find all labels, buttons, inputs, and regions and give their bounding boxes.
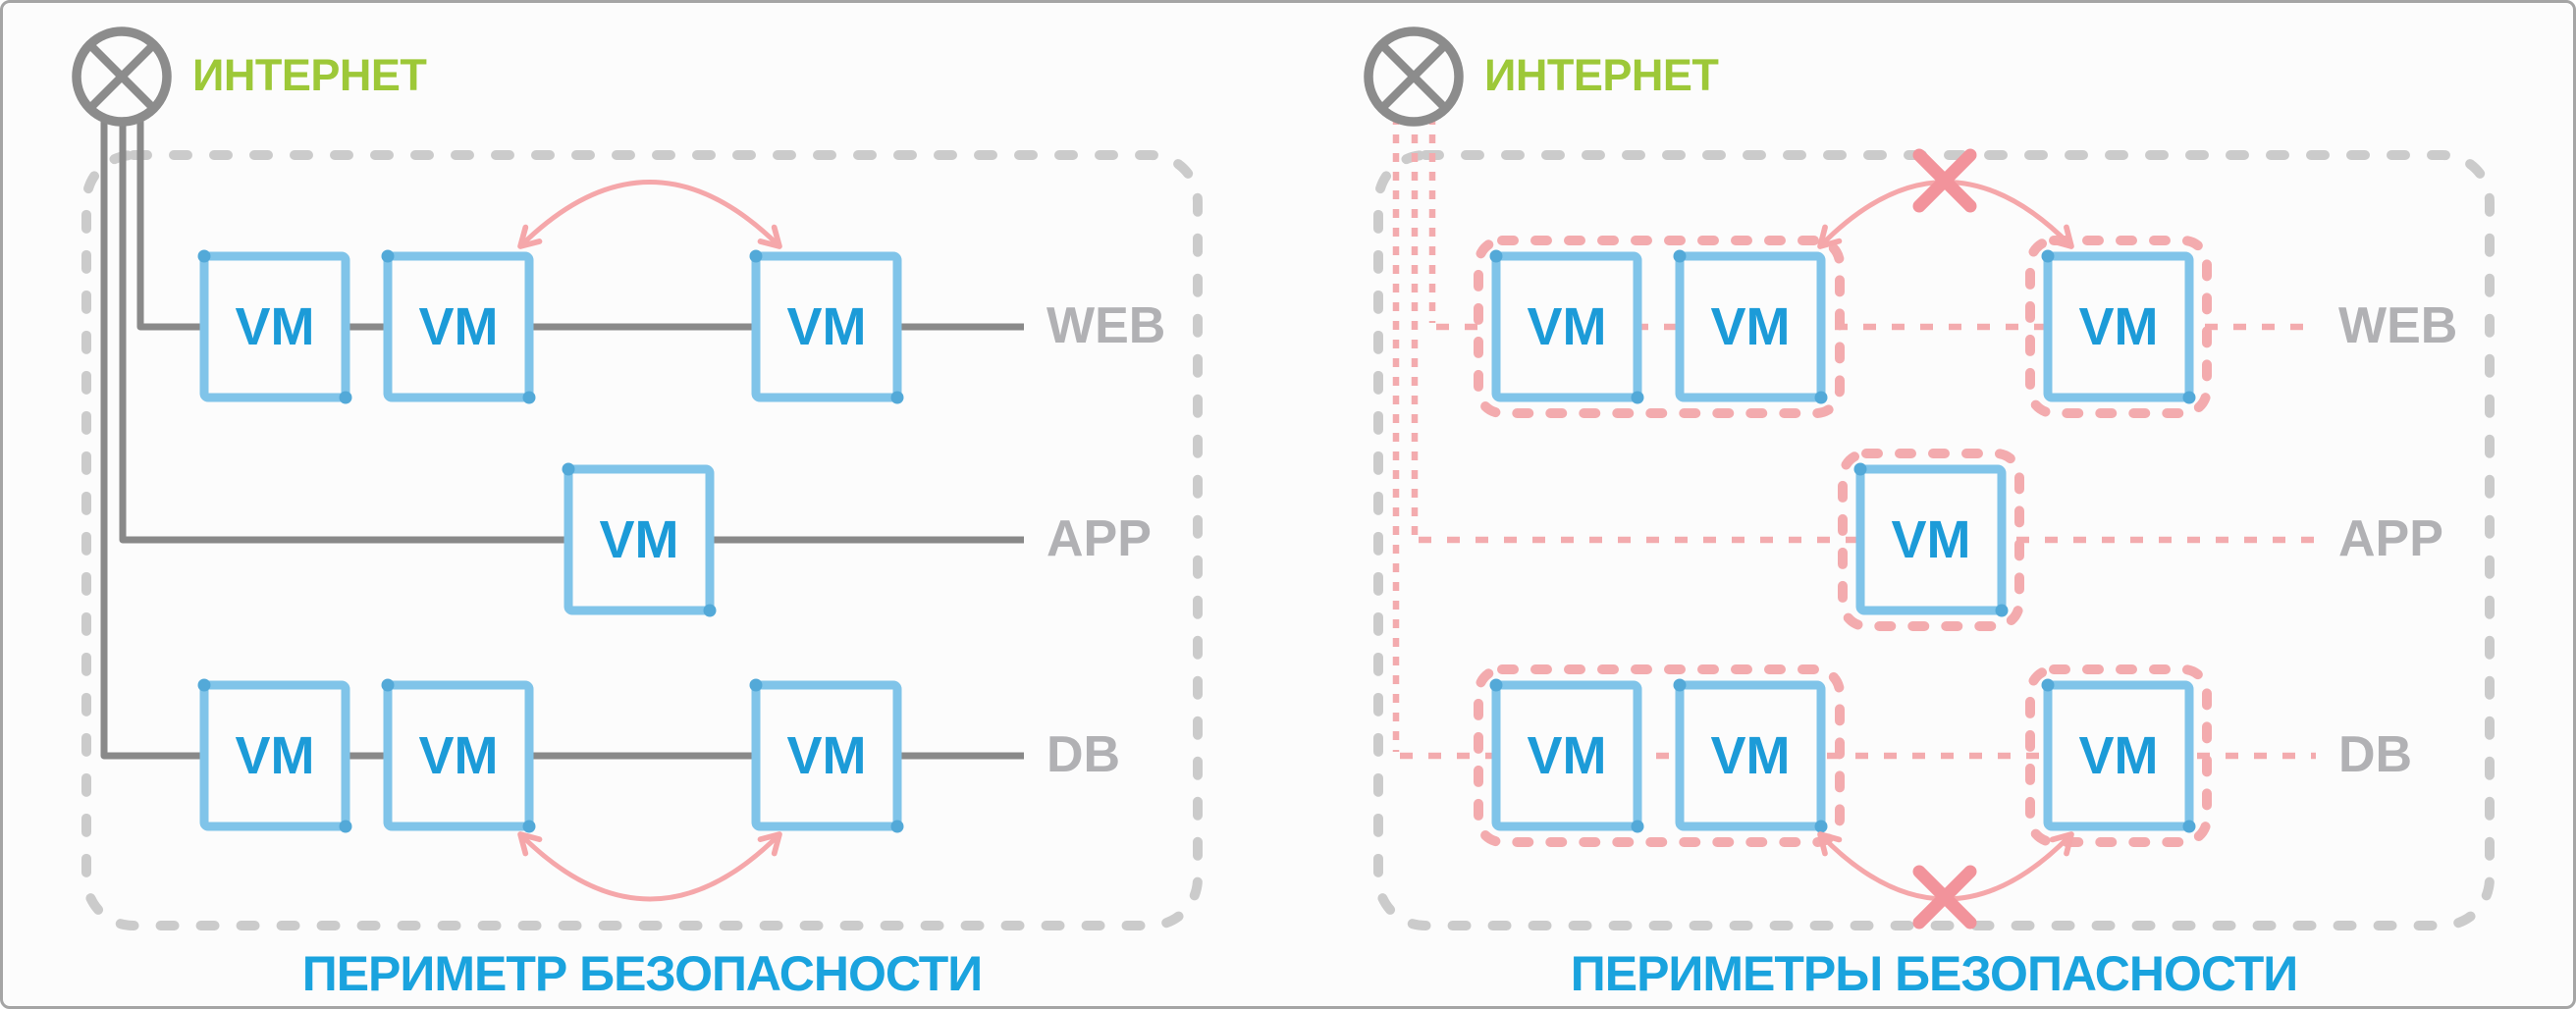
vm-box-corner-dot [890, 820, 904, 833]
vm-box-corner-dot [197, 249, 211, 263]
internet-icon-cross [86, 41, 157, 112]
vm-box-corner-dot [562, 462, 575, 476]
micro-perimeter-border [2025, 664, 2212, 847]
vm-box-corner-dot [1673, 678, 1687, 692]
vm-box [751, 251, 902, 402]
vm-box [2043, 251, 2194, 402]
vm-box-corner-dot [2041, 249, 2055, 263]
vm-box-corner-dot [703, 604, 717, 617]
vm-box-corner-dot [1814, 391, 1828, 404]
vm-box-corner-dot [381, 678, 395, 692]
vm-box-corner-dot [1995, 604, 2009, 617]
vm-box-corner-dot [522, 820, 536, 833]
replication-arrow [517, 831, 782, 902]
vm-box [2043, 680, 2194, 831]
vm-box [1855, 464, 2007, 615]
vm-box-corner-dot [1489, 678, 1503, 692]
vm-box-corner-dot [1673, 249, 1687, 263]
network-connection-line [119, 97, 1024, 544]
vm-box-corner-dot [381, 249, 395, 263]
vm-box [383, 251, 534, 402]
vm-box-corner-dot [1489, 249, 1503, 263]
micro-perimeter-border [1474, 236, 1845, 418]
blocked-cross-icon [1912, 148, 1977, 213]
vm-box-corner-dot [2182, 820, 2196, 833]
diagram-scene [72, 27, 2495, 930]
internet-icon-cross [1378, 41, 1449, 112]
vm-box-corner-dot [339, 391, 352, 404]
vm-box-corner-dot [339, 820, 352, 833]
vm-box-corner-dot [1631, 391, 1644, 404]
vm-box [1675, 680, 1826, 831]
vm-box-corner-dot [2041, 678, 2055, 692]
micro-perimeter-border [1474, 664, 1845, 847]
vm-box-corner-dot [1814, 820, 1828, 833]
vm-box [383, 680, 534, 831]
vm-box-corner-dot [749, 249, 763, 263]
vm-box-corner-dot [749, 678, 763, 692]
vm-box [1675, 251, 1826, 402]
vm-box [199, 251, 350, 402]
vm-box [1491, 680, 1642, 831]
replication-arrow [517, 180, 782, 249]
vm-box-corner-dot [197, 678, 211, 692]
network-connection-line [100, 97, 1024, 760]
security-perimeter-border [1373, 150, 2495, 930]
vm-box-corner-dot [522, 391, 536, 404]
replication-arrow [1817, 180, 2074, 249]
micro-perimeter-border [1838, 449, 2024, 631]
vm-box-corner-dot [1631, 820, 1644, 833]
vm-box [751, 680, 902, 831]
micro-perimeter-border [2025, 236, 2212, 418]
vm-box [1491, 251, 1642, 402]
vm-box-corner-dot [2182, 391, 2196, 404]
network-connection-line [136, 97, 1024, 331]
vm-box-corner-dot [890, 391, 904, 404]
security-perimeter-border [81, 150, 1203, 930]
blocked-cross-icon [1912, 865, 1977, 929]
vm-box [199, 680, 350, 831]
vm-box-corner-dot [1853, 462, 1867, 476]
vm-box [564, 464, 715, 615]
